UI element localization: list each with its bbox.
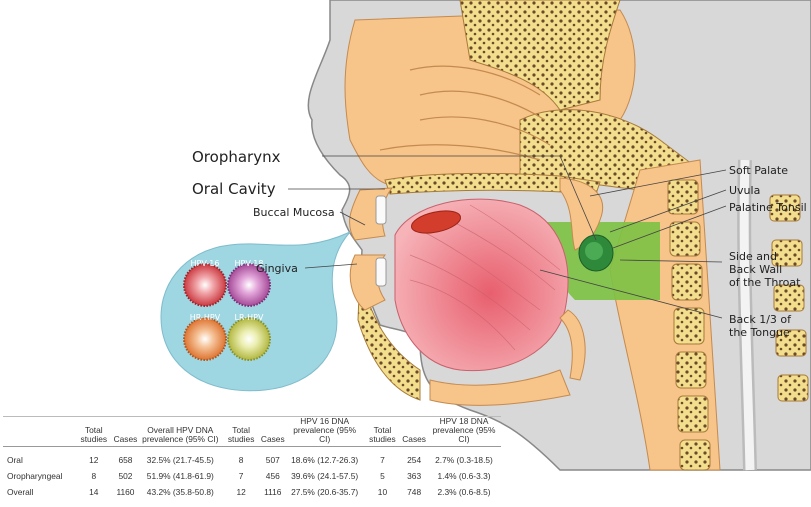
label-uvula: Uvula	[729, 184, 760, 197]
table-header: Total studies	[75, 417, 113, 447]
cell: 7	[222, 468, 260, 484]
label-buccal-mucosa: Buccal Mucosa	[253, 206, 335, 219]
cell: 363	[401, 468, 427, 484]
cell: 8	[222, 447, 260, 469]
cell: 254	[401, 447, 427, 469]
table-row: Overall 14 1160 43.2% (35.8-50.8) 12 111…	[3, 484, 501, 500]
cell: 32.5% (21.7-45.5)	[138, 447, 222, 469]
cell: 748	[401, 484, 427, 500]
label-back-tongue-2: the Tongue	[729, 326, 790, 339]
virus-label-hrhpv: HR-HPV	[190, 313, 221, 322]
table-row: Oral 12 658 32.5% (21.7-45.5) 8 507 18.6…	[3, 447, 501, 469]
cell: 1116	[260, 484, 286, 500]
cell: 2.3% (0.6-8.5)	[427, 484, 501, 500]
table-header-row: Total studies Cases Overall HPV DNA prev…	[3, 417, 501, 447]
table-header: Cases	[113, 417, 139, 447]
table-header-blank	[3, 417, 75, 447]
table-header: Total studies	[364, 417, 402, 447]
row-label: Oral	[3, 447, 75, 469]
cell: 10	[364, 484, 402, 500]
table-header: Total studies	[222, 417, 260, 447]
row-label: Overall	[3, 484, 75, 500]
table-row: Oropharyngeal 8 502 51.9% (41.8-61.9) 7 …	[3, 468, 501, 484]
cell: 8	[75, 468, 113, 484]
label-side-back-wall-2: Back Wall	[729, 263, 782, 276]
table-header: Overall HPV DNA prevalence (95% CI)	[138, 417, 222, 447]
cell: 7	[364, 447, 402, 469]
table-header: HPV 18 DNA prevalence (95% CI)	[427, 417, 501, 447]
cell: 14	[75, 484, 113, 500]
label-back-tongue-1: Back 1/3 of	[729, 313, 792, 326]
cell: 51.9% (41.8-61.9)	[138, 468, 222, 484]
cell: 1160	[113, 484, 139, 500]
table-header: Cases	[401, 417, 427, 447]
cell: 507	[260, 447, 286, 469]
cell: 12	[222, 484, 260, 500]
cell: 658	[113, 447, 139, 469]
cell: 18.6% (12.7-26.3)	[286, 447, 364, 469]
label-side-back-wall-1: Side and	[729, 250, 777, 263]
virus-hrhpv: HR-HPV	[184, 313, 226, 360]
cell: 39.6% (24.1-57.5)	[286, 468, 364, 484]
label-palatine-tonsil: Palatine Tonsil	[729, 201, 807, 214]
cell: 43.2% (35.8-50.8)	[138, 484, 222, 500]
row-label: Oropharyngeal	[3, 468, 75, 484]
cell: 456	[260, 468, 286, 484]
hpv-prevalence-table: Total studies Cases Overall HPV DNA prev…	[3, 416, 501, 500]
table-header: HPV 16 DNA prevalence (95% CI)	[286, 417, 364, 447]
virus-label-lrhpv: LR-HPV	[235, 313, 264, 322]
table-header: Cases	[260, 417, 286, 447]
lower-teeth	[376, 258, 386, 286]
label-soft-palate: Soft Palate	[729, 164, 788, 177]
cell: 2.7% (0.3-18.5)	[427, 447, 501, 469]
cell: 12	[75, 447, 113, 469]
label-side-back-wall-3: of the Throat	[729, 276, 801, 289]
cell: 1.4% (0.6-3.3)	[427, 468, 501, 484]
virus-label-hpv16: HPV-16	[191, 259, 220, 268]
cell: 27.5% (20.6-35.7)	[286, 484, 364, 500]
cell: 502	[113, 468, 139, 484]
virus-bubble	[161, 232, 350, 391]
label-oropharynx: Oropharynx	[192, 148, 281, 166]
label-gingiva: Gingiva	[256, 262, 298, 275]
upper-teeth	[376, 196, 386, 224]
cell: 5	[364, 468, 402, 484]
label-oral-cavity: Oral Cavity	[192, 180, 276, 198]
